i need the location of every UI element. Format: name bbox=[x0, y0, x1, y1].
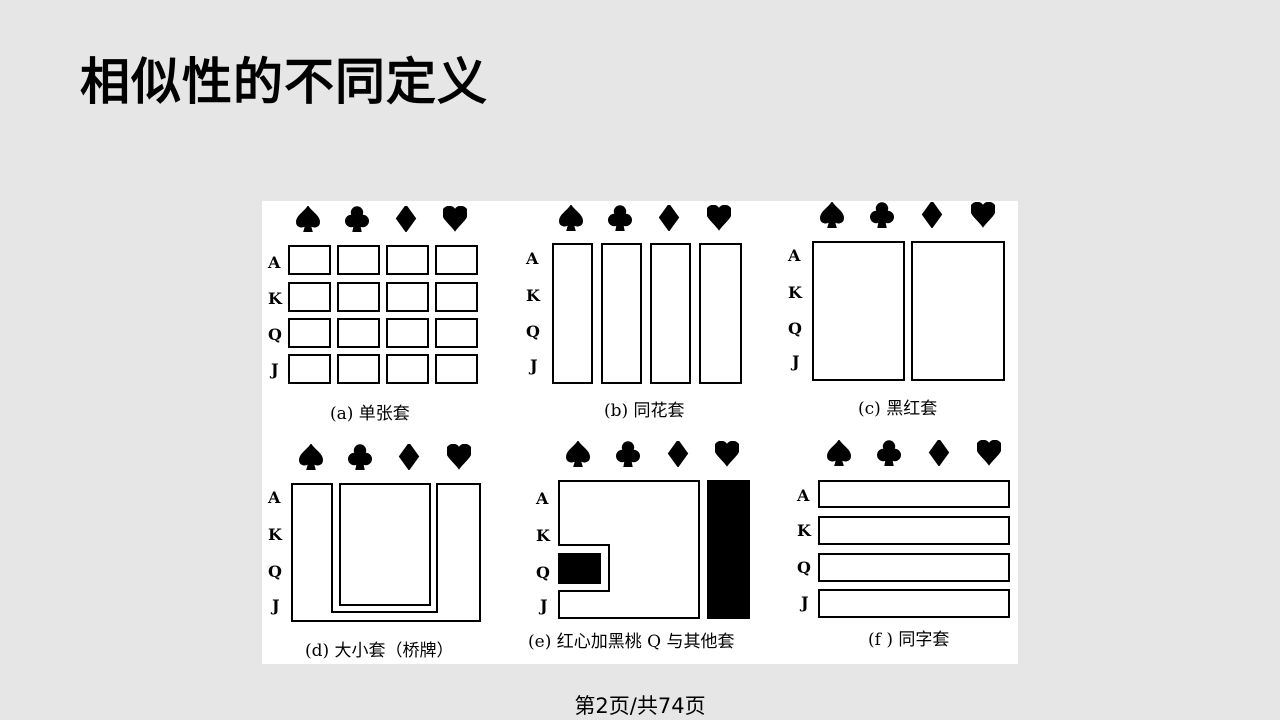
other-cards-group bbox=[558, 480, 700, 619]
group-box bbox=[699, 243, 742, 384]
panel-b: A K Q J (b) 同花套 bbox=[525, 205, 742, 421]
spade-icon bbox=[299, 444, 323, 470]
group-box bbox=[435, 318, 478, 348]
spade-icon bbox=[296, 206, 320, 232]
group-box bbox=[288, 282, 331, 312]
diamond-icon bbox=[399, 444, 419, 470]
group-box bbox=[435, 282, 478, 312]
club-icon bbox=[348, 444, 372, 470]
caption-b: (b) 同花套 bbox=[604, 401, 685, 421]
rank-label-q: Q bbox=[268, 562, 282, 581]
rank-label-a: A bbox=[525, 249, 539, 268]
rank-label-j: J bbox=[269, 360, 279, 379]
rank-label-j: J bbox=[799, 593, 809, 612]
rank-label-q: Q bbox=[526, 322, 540, 341]
heart-icon bbox=[707, 205, 731, 230]
rank-label-q: Q bbox=[797, 558, 811, 577]
group-box bbox=[337, 354, 380, 384]
diamond-icon bbox=[922, 202, 942, 228]
rank-label-a: A bbox=[267, 488, 281, 507]
rank-label-q: Q bbox=[268, 325, 282, 344]
group-box bbox=[337, 282, 380, 312]
rank-label-q: Q bbox=[788, 319, 802, 338]
diamond-icon bbox=[396, 206, 416, 232]
heart-icon bbox=[715, 441, 739, 466]
panel-f: A K Q J (f ) 同字套 bbox=[796, 440, 1010, 650]
group-box bbox=[288, 318, 331, 348]
rank-label-k: K bbox=[797, 521, 812, 540]
spade-icon bbox=[559, 205, 583, 231]
group-box bbox=[386, 245, 429, 275]
group-box bbox=[288, 245, 331, 275]
red-group-box bbox=[911, 241, 1005, 381]
rank-label-j: J bbox=[270, 596, 280, 615]
card-similarity-figure: A K Q J (a) 单张套 bbox=[262, 201, 1018, 664]
diamond-icon bbox=[929, 440, 949, 466]
spade-queen-cell bbox=[558, 553, 601, 584]
rank-group-box bbox=[818, 516, 1010, 545]
page-number: 第2页/共74页 bbox=[574, 694, 706, 718]
rank-label-k: K bbox=[536, 526, 551, 545]
diamond-icon bbox=[659, 205, 679, 231]
club-icon bbox=[616, 441, 640, 467]
rank-label-a: A bbox=[796, 486, 810, 505]
rank-label-k: K bbox=[788, 283, 803, 302]
rank-label-k: K bbox=[268, 525, 283, 544]
spade-icon bbox=[827, 440, 851, 466]
group-box bbox=[337, 245, 380, 275]
group-box bbox=[288, 354, 331, 384]
group-box bbox=[435, 354, 478, 384]
caption-f: (f ) 同字套 bbox=[868, 630, 949, 650]
spade-icon bbox=[820, 202, 844, 228]
major-suits-group bbox=[339, 483, 431, 606]
rank-label-j: J bbox=[538, 596, 548, 615]
heart-icon bbox=[443, 206, 467, 231]
group-box bbox=[552, 243, 593, 384]
spade-icon bbox=[566, 441, 590, 467]
caption-e: (e) 红心加黑桃 Q 与其他套 bbox=[528, 632, 734, 652]
rank-group-box bbox=[818, 589, 1010, 618]
group-box bbox=[435, 245, 478, 275]
panel-a: A K Q J (a) 单张套 bbox=[267, 206, 478, 424]
minor-suits-group bbox=[291, 483, 481, 622]
panel-e: A K Q J (e) 红心加黑桃 Q 与其他套 bbox=[528, 441, 750, 652]
group-box bbox=[386, 318, 429, 348]
rank-group-box bbox=[818, 480, 1010, 508]
rank-label-j: J bbox=[790, 352, 800, 371]
group-box bbox=[386, 354, 429, 384]
group-box bbox=[337, 318, 380, 348]
black-group-box bbox=[812, 241, 905, 381]
panel-c: A K Q J (c) 黑红套 bbox=[787, 202, 1005, 419]
rank-label-j: J bbox=[528, 356, 538, 375]
heart-icon bbox=[447, 444, 471, 469]
group-box bbox=[386, 282, 429, 312]
caption-d: (d) 大小套（桥牌） bbox=[305, 641, 454, 661]
caption-c: (c) 黑红套 bbox=[858, 399, 937, 419]
rank-label-k: K bbox=[526, 286, 541, 305]
rank-label-q: Q bbox=[536, 563, 550, 582]
rank-label-a: A bbox=[267, 253, 281, 272]
group-box bbox=[601, 243, 642, 384]
rank-label-k: K bbox=[268, 289, 283, 308]
slide-title: 相似性的不同定义 bbox=[80, 53, 488, 111]
diamond-icon bbox=[668, 441, 688, 467]
rank-group-box bbox=[818, 553, 1010, 582]
rank-label-a: A bbox=[535, 489, 549, 508]
hearts-column bbox=[707, 480, 750, 619]
group-box bbox=[650, 243, 691, 384]
club-icon bbox=[870, 202, 894, 228]
caption-a: (a) 单张套 bbox=[330, 404, 410, 424]
club-icon bbox=[608, 205, 632, 231]
heart-icon bbox=[971, 202, 995, 227]
club-icon bbox=[345, 206, 369, 232]
heart-icon bbox=[977, 440, 1001, 465]
panel-d: A K Q J (d) 大小套（桥牌） bbox=[267, 444, 481, 661]
club-icon bbox=[877, 440, 901, 466]
rank-label-a: A bbox=[787, 246, 801, 265]
